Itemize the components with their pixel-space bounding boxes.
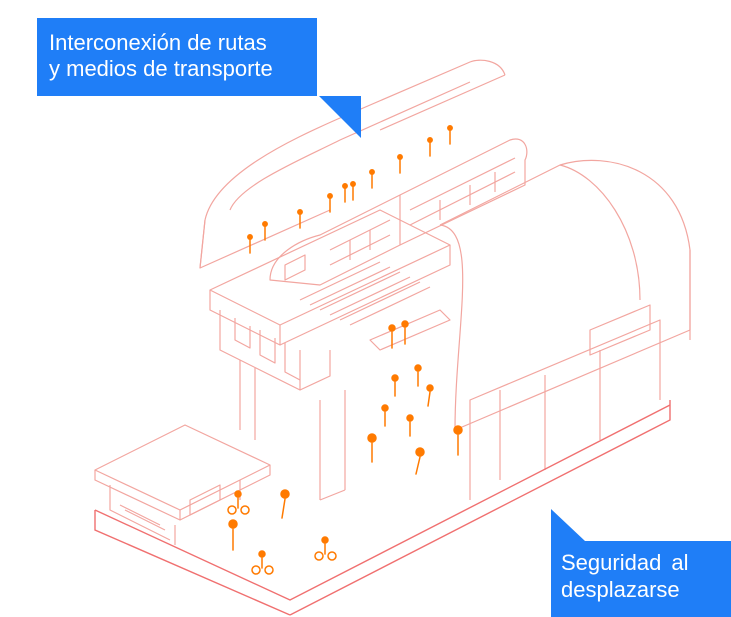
upper-platform [209, 209, 451, 346]
person-figure [453, 425, 463, 456]
person-figure [388, 324, 396, 349]
person-figure [406, 414, 414, 437]
person-figure [247, 234, 253, 254]
person-figure [369, 169, 375, 189]
people [227, 125, 463, 575]
person-figure [397, 154, 403, 174]
person-figure [426, 384, 434, 407]
callout-pointer [551, 509, 585, 541]
person-figure [327, 193, 333, 213]
person-figure [391, 374, 399, 397]
callout-interconnection: Interconexión de rutas y medios de trans… [37, 18, 361, 138]
callout-text-line1: Interconexión de rutas [49, 30, 267, 55]
person-figure [447, 125, 453, 145]
person-figure [262, 221, 268, 241]
support-structure [219, 309, 451, 501]
callout-box: Interconexión de rutas y medios de trans… [37, 18, 317, 96]
person-figure [228, 519, 238, 551]
arched-shed [439, 159, 691, 500]
callout-text-line2: desplazarse [561, 577, 680, 602]
person-figure [367, 433, 377, 463]
person-figure [415, 447, 425, 475]
train [269, 138, 528, 286]
cyclist-figure [314, 536, 337, 561]
person-figure [350, 181, 356, 201]
cyclist-figure [251, 550, 274, 575]
callout-text-line2: y medios de transporte [49, 56, 273, 81]
ground-slab [94, 400, 671, 616]
entrance-kiosk [94, 424, 271, 545]
person-figure [427, 137, 433, 157]
person-figure [297, 209, 303, 229]
person-figure [401, 320, 409, 345]
callout-text-line1: Seguridad al [561, 550, 689, 575]
callout-safety: Seguridad al desplazarse [551, 509, 731, 617]
person-figure [342, 183, 348, 203]
person-figure [381, 404, 389, 427]
callout-pointer [319, 96, 361, 138]
cyclist-figure [227, 490, 250, 515]
callout-box: Seguridad al desplazarse [551, 541, 731, 617]
person-figure [280, 489, 290, 519]
person-figure [414, 364, 422, 387]
